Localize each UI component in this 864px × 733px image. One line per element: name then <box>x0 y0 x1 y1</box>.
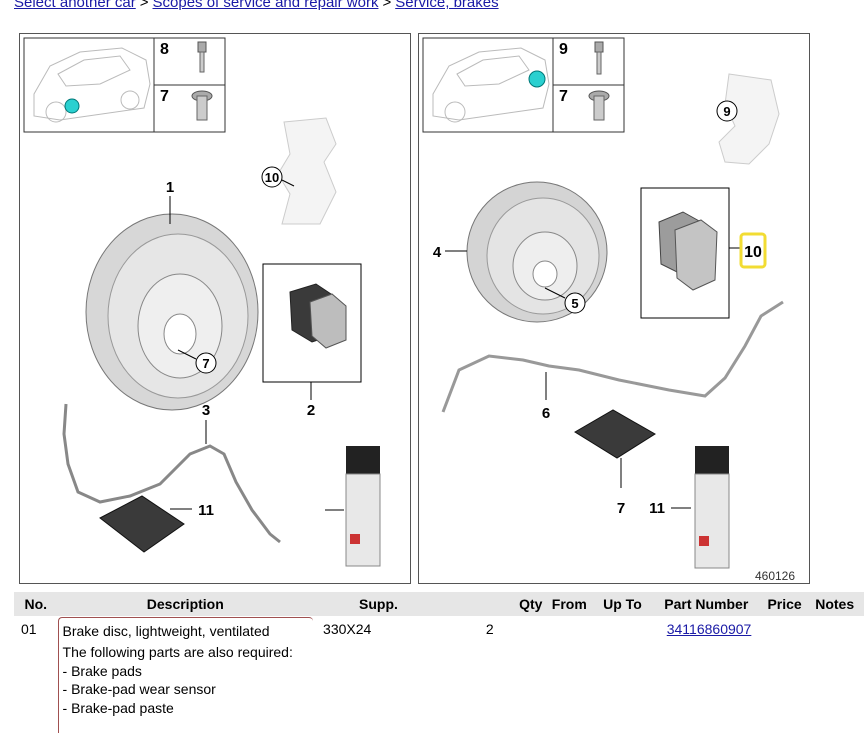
callout-3: 3 <box>202 402 210 419</box>
wheel-highlight-icon <box>528 70 546 88</box>
inset-callout-7: 7 <box>559 88 568 105</box>
required-part-item: - Brake pads <box>62 662 142 679</box>
col-from-header: From <box>542 592 597 616</box>
caliper-carrier-outline <box>277 117 337 225</box>
row-price <box>764 616 805 733</box>
col-notes-header: Notes <box>805 592 864 616</box>
col-description-header: Description <box>57 592 314 616</box>
required-parts-title: The following parts are also required: <box>62 644 293 660</box>
col-qty-header: Qty <box>443 592 543 616</box>
row-description-cell: Brake disc, lightweight, ventilated The … <box>57 616 314 733</box>
row-upto <box>596 616 649 733</box>
col-price-header: Price <box>763 592 806 616</box>
spray-can-illustration <box>345 446 381 567</box>
brake-disc-illustration <box>466 181 608 323</box>
callout-10: 7 <box>617 500 625 517</box>
inset-callout-7: 7 <box>160 88 169 105</box>
highlighted-callout-box <box>739 232 767 269</box>
table-row: 01 Brake disc, lightweight, ventilated T… <box>14 616 864 733</box>
wear-sensor-cable <box>62 403 281 544</box>
callout-6: 6 <box>542 405 550 422</box>
paste-sachet-illustration <box>574 409 656 459</box>
callout-2: 2 <box>307 402 315 419</box>
callout-11: 11 <box>649 500 665 517</box>
parts-table: No. Description Supp. Qty From Up To Par… <box>14 592 864 733</box>
callout-4: 4 <box>433 244 442 261</box>
table-header-row: No. Description Supp. Qty From Up To Par… <box>14 592 864 616</box>
row-description: Brake disc, lightweight, ventilated <box>62 623 270 639</box>
breadcrumb-service-brakes-link[interactable]: Service, brakes <box>395 0 499 11</box>
callout-7: 5 <box>571 296 578 311</box>
col-partnumber-header: Part Number <box>648 592 764 616</box>
callout-5: 10 <box>744 244 762 261</box>
breadcrumb: Select another car>Scopes of service and… <box>14 0 499 11</box>
row-supp: 330X24 <box>323 621 372 637</box>
callout-10: 11 <box>198 502 214 519</box>
wear-sensor-cable <box>441 300 784 413</box>
parts-diagram-left: 8 7 10 1 7 2 3 11 <box>19 33 411 584</box>
breadcrumb-separator: > <box>382 0 392 11</box>
breadcrumb-separator: > <box>139 0 149 11</box>
row-no: 01 <box>21 621 37 637</box>
col-upto-header: Up To <box>596 592 649 616</box>
part-number-link[interactable]: 34116860907 <box>666 621 752 637</box>
brake-pads-illustration <box>289 283 347 349</box>
car-location-inset: 9 7 <box>422 37 625 133</box>
callout-7: 7 <box>202 356 209 371</box>
inset-callout-9: 9 <box>559 41 568 58</box>
breadcrumb-scopes-link[interactable]: Scopes of service and repair work <box>152 0 379 11</box>
callout-8: 10 <box>265 170 279 185</box>
wheel-highlight-icon <box>64 98 80 114</box>
diagram-image-id: 460126 <box>755 569 795 583</box>
row-notes <box>805 616 864 733</box>
callout-1: 1 <box>166 179 174 196</box>
paste-sachet-illustration <box>99 495 185 553</box>
breadcrumb-select-car-link[interactable]: Select another car <box>14 0 136 11</box>
inset-callout-8: 8 <box>160 41 169 58</box>
car-location-inset: 8 7 <box>23 37 226 133</box>
col-supp-header: Supp. <box>313 592 444 616</box>
spray-can-illustration <box>694 446 730 569</box>
col-no-header: No. <box>14 592 58 616</box>
required-part-item: - Brake-pad paste <box>62 699 174 716</box>
brake-pads-illustration <box>658 211 718 291</box>
brake-disc-illustration <box>85 213 259 411</box>
callout-9: 9 <box>723 104 730 119</box>
required-part-item: - Brake-pad wear sensor <box>62 681 216 697</box>
row-qty: 2 <box>485 621 494 637</box>
parts-diagram-right: 9 7 9 4 5 10 6 7 11 460126 <box>418 33 810 584</box>
row-part-number-cell: 34116860907 <box>649 616 764 733</box>
row-from <box>542 616 596 733</box>
description-box: Brake disc, lightweight, ventilated The … <box>57 617 314 733</box>
